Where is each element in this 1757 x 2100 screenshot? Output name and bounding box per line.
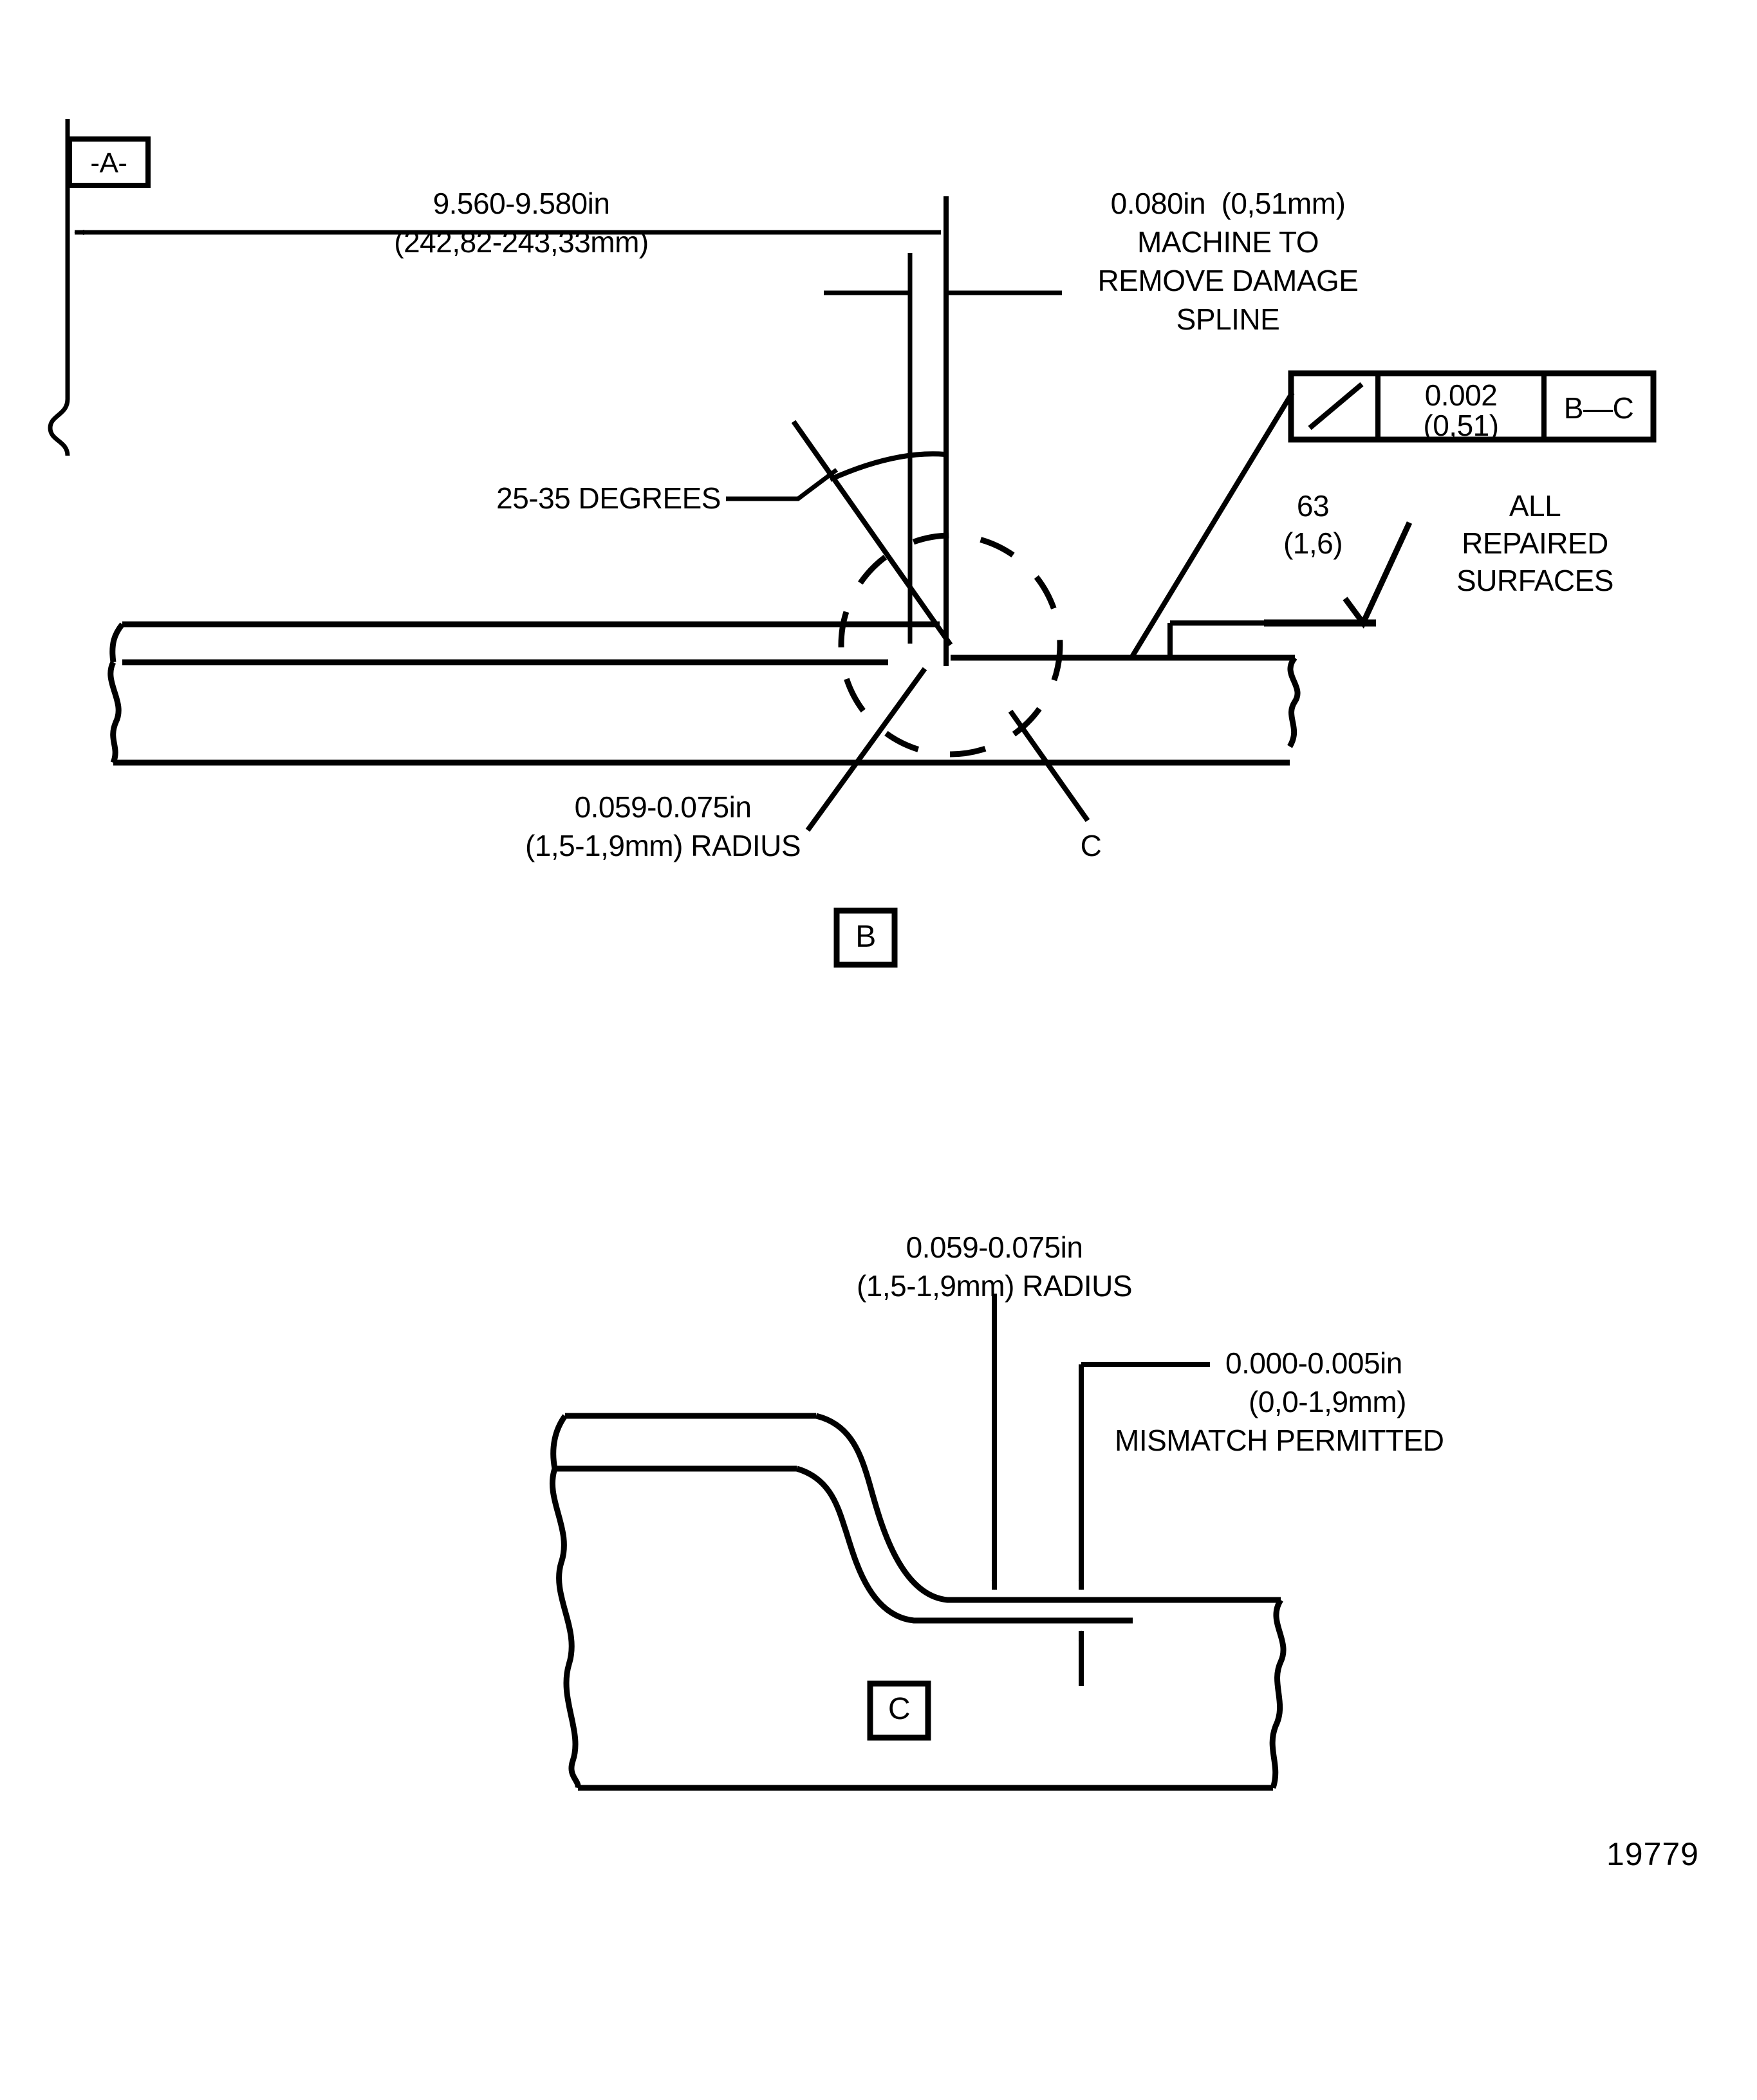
surface-finish-leader [1167,620,1264,658]
radius-note-leader-view-b [805,667,927,832]
detail-circle-dashed [838,532,1063,757]
fcf-tolerance-mm: (0,51) [1423,409,1499,442]
angle-note-leader [726,468,839,501]
angle-dimension-arc [829,451,945,482]
feature-control-frame-leader [1129,391,1295,660]
mismatch-dimension-line [1078,1362,1210,1686]
radius-note-c-line-2: (1,5-1,9mm) RADIUS [856,1269,1133,1303]
feature-control-frame-box [1288,370,1657,443]
fcf-datum-reference: B—C [1563,391,1634,425]
part-body-view-b [107,621,1301,766]
radius-note-b-line-1: 0.059-0.075in [574,790,752,824]
radius-note-b-line-2: (1,5-1,9mm) RADIUS [525,829,801,862]
datum-a-box [67,136,151,188]
surface-finish-value-inch: 63 [1296,489,1330,523]
fcf-tolerance-inch: 0.002 [1424,378,1498,412]
datum-c-label: C [1080,829,1102,862]
overall-length-inch: 9.560-9.580in [432,187,610,220]
surface-finish-value-mm: (1,6) [1283,526,1343,560]
surface-finish-symbol [1264,521,1413,629]
mismatch-note-line-2: (0,0-1,9mm) [1249,1385,1406,1418]
datum-a-label: -A- [90,147,127,179]
machine-note-line-1: 0.080in (0,51mm) [1110,187,1346,220]
radius-note-c-line-1: 0.059-0.075in [906,1231,1083,1264]
machine-note-line-3: REMOVE DAMAGE [1097,264,1359,297]
overall-length-mm: (242,82-243,33mm) [394,225,649,259]
drawing-number: 19779 [1606,1836,1699,1872]
angle-note: 25-35 DEGREES [496,481,721,515]
surface-finish-applies-line-2: REPAIRED [1462,526,1608,560]
mismatch-note-line-1: 0.000-0.005in [1225,1346,1402,1380]
chamfer-angled-wall [791,420,953,647]
surface-finish-applies-line-3: SURFACES [1456,564,1613,597]
machine-note-line-2: MACHINE TO [1137,225,1319,259]
view-c-label-box [867,1680,931,1741]
mismatch-note-line-3: MISMATCH PERMITTED [1115,1424,1444,1457]
machine-note-line-4: SPLINE [1176,302,1280,336]
view-c-label: C [888,1692,911,1726]
surface-finish-applies-line-1: ALL [1509,489,1561,523]
view-b-label: B [855,920,876,954]
datum-a-reference-line [48,119,70,456]
part-body-view-c [549,1413,1287,1791]
datum-c-leader [1008,709,1090,822]
view-b-label-box [833,907,898,968]
